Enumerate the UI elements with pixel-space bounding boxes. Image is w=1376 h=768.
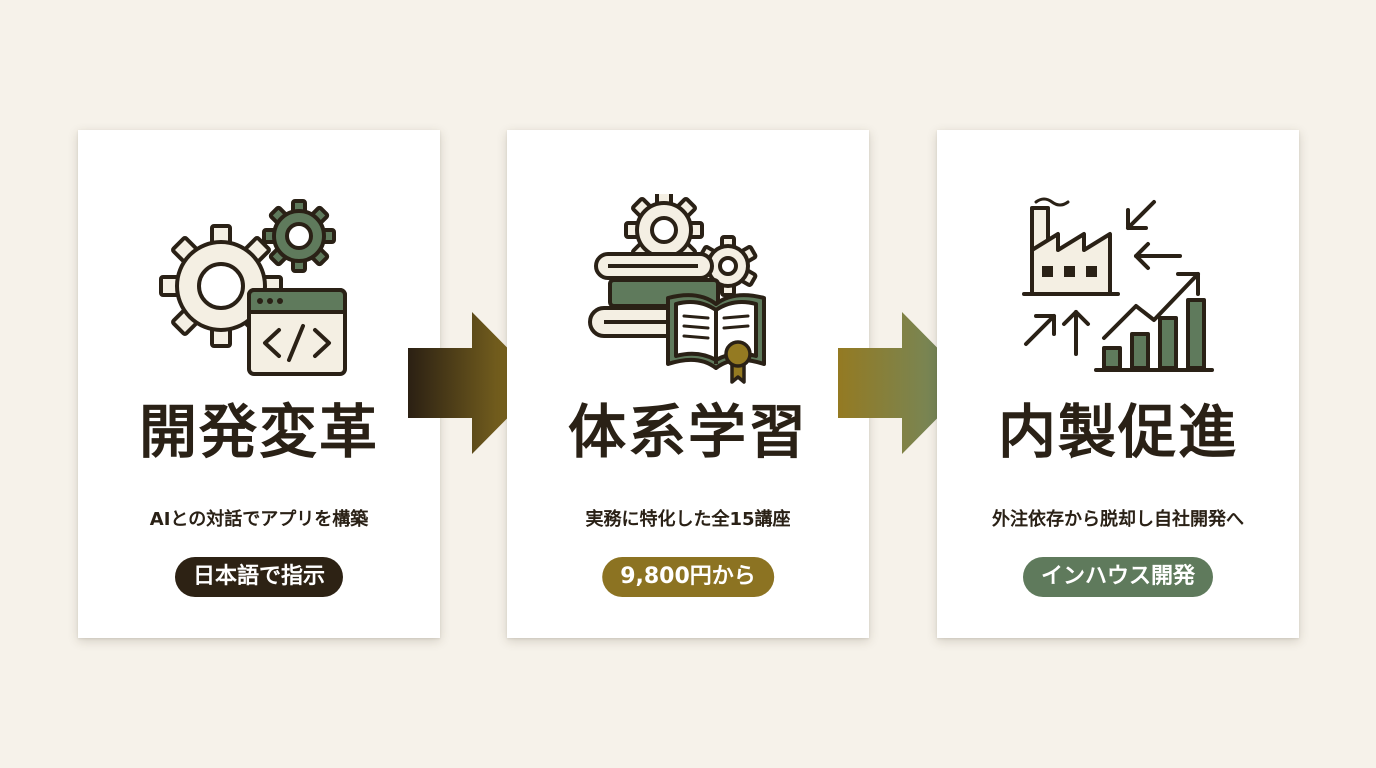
arrow-right-icon xyxy=(408,312,542,454)
card-systematic-learning: 体系学習 実務に特化した全15講座 9,800円から xyxy=(507,130,869,638)
card-title: 内製促進 xyxy=(997,398,1238,466)
card-title: 体系学習 xyxy=(567,398,808,466)
card-description: AIとの対話でアプリを構築 xyxy=(149,509,369,530)
factory-growth-chart-icon xyxy=(1022,197,1214,372)
arrow-right-icon xyxy=(838,312,972,454)
card-badge: 9,800円から xyxy=(602,557,774,597)
gears-code-window-icon xyxy=(159,199,347,376)
card-badge: インハウス開発 xyxy=(1022,557,1214,597)
card-inhouse-promotion: 内製促進 外注依存から脱却し自社開発へ インハウス開発 xyxy=(937,130,1299,638)
card-description: 外注依存から脱却し自社開発へ xyxy=(992,509,1244,530)
card-description: 実務に特化した全15講座 xyxy=(585,509,791,530)
card-badge: 日本語で指示 xyxy=(174,557,344,597)
card-title: 開発変革 xyxy=(138,398,379,466)
books-gears-certificate-icon xyxy=(588,194,766,384)
card-development-transformation: 開発変革 AIとの対話でアプリを構築 日本語で指示 xyxy=(78,130,440,638)
